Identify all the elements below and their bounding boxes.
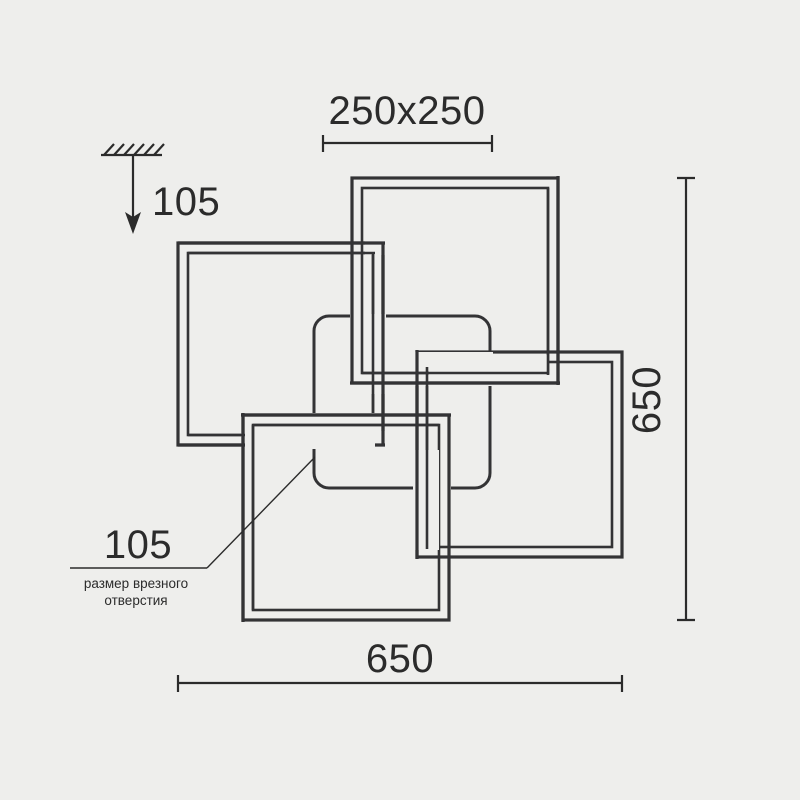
recess-hole-note-line2: отверстия (104, 593, 167, 608)
bottom-dimension-label: 650 (366, 637, 434, 681)
mask-strip-i (419, 355, 549, 367)
right-dimension-label: 650 (625, 366, 669, 434)
square-top-right-weave (350, 176, 560, 385)
drop-dimension-label: 105 (152, 180, 220, 224)
mask-strip-a (350, 314, 386, 394)
recess-hole-note-line1: размер врезного (84, 576, 188, 591)
top-dimension-label: 250x250 (329, 89, 486, 133)
mask-strip-g (245, 413, 375, 449)
recess-hole-label: 105 (104, 523, 172, 567)
top-dimension-group: 250x250 (321, 89, 494, 152)
mask-strip-j (429, 367, 547, 375)
recess-hole-callout: 105 размер врезного отверстия (70, 456, 316, 608)
rounded-center-square (312, 314, 492, 490)
bottom-dimension-group: 650 (176, 637, 624, 692)
right-dimension-group: 650 (625, 176, 695, 622)
square-bottom-left-weave (241, 413, 451, 622)
down-arrow-icon (125, 155, 141, 234)
callout-leader-line (206, 456, 316, 569)
ceiling-hatch-icon (101, 143, 165, 157)
square-right-weave (415, 350, 429, 559)
